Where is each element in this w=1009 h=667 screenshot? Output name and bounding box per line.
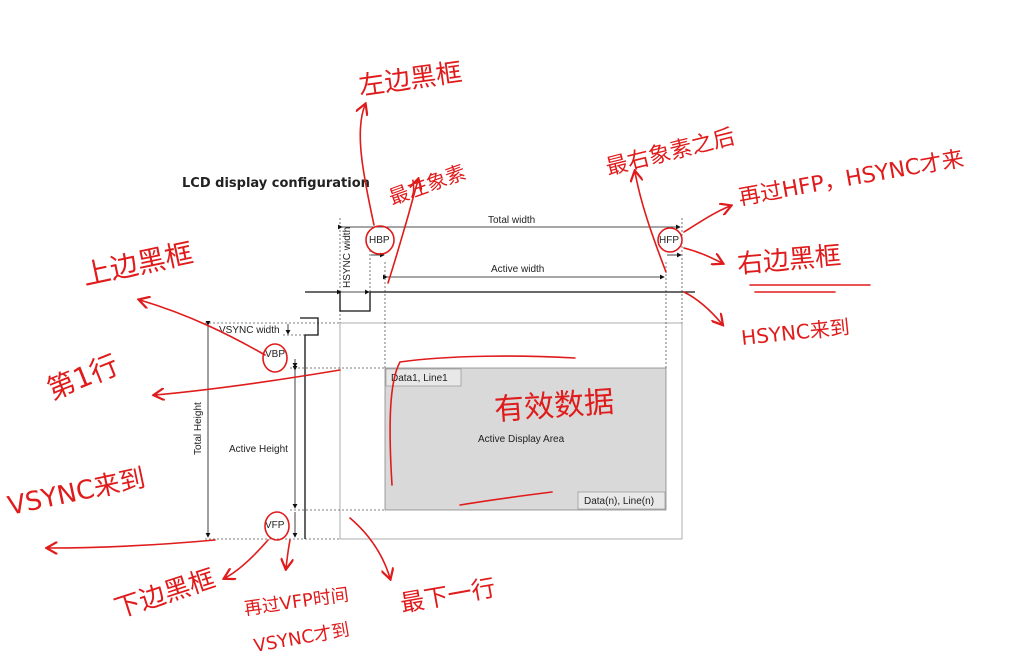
note-after-rightmost: 最右象素之后 xyxy=(603,125,737,181)
total-frame xyxy=(339,322,683,540)
active-height-label: Active Height xyxy=(229,444,288,455)
active-width-label: Active width xyxy=(491,264,544,275)
hsync-signal xyxy=(305,291,695,312)
note-leftmost-pixel: 最左象素 xyxy=(386,160,469,210)
active-display-area xyxy=(384,367,667,511)
note-bottom-border: 下边黑框 xyxy=(111,564,219,625)
note-last-line: 最下一行 xyxy=(398,574,497,618)
note-first-line: 第1行 xyxy=(42,348,123,406)
active-area-label: Active Display Area xyxy=(478,434,565,445)
vfp-label: VFP xyxy=(265,520,285,531)
data-last-box xyxy=(577,491,666,510)
vbp-circle xyxy=(262,343,288,373)
note-vsync-arrive: VSYNC来到 xyxy=(5,463,148,521)
vbp-label: VBP xyxy=(265,349,285,360)
data-last-label: Data(n), Line(n) xyxy=(584,496,654,507)
note-left-border: 左边黑框 xyxy=(357,58,464,102)
total-width-label: Total width xyxy=(488,215,535,226)
hbp-label: HBP xyxy=(369,235,390,246)
total-height-label: Total Height xyxy=(193,402,204,455)
data-first-box xyxy=(385,368,462,387)
vsync-signal xyxy=(300,317,319,539)
data-first-label: Data1, Line1 xyxy=(391,373,448,384)
hfp-label: HFP xyxy=(659,235,679,246)
note-valid-data: 有效数据 xyxy=(493,385,615,428)
hbp-circle xyxy=(365,225,395,255)
note-top-border: 上边黑框 xyxy=(80,236,196,292)
vsync-width-label: VSYNC width xyxy=(219,325,280,336)
diagram-title: LCD display configuration xyxy=(182,176,370,191)
vfp-circle xyxy=(264,511,290,541)
note-right-border: 右边黑框 xyxy=(736,241,842,280)
hfp-circle xyxy=(657,227,683,253)
note-vsync-comes: VSYNC才到 xyxy=(252,619,351,656)
note-after-vfp: 再过VFP时间 xyxy=(243,584,350,619)
note-hsync-arrive: HSYNC来到 xyxy=(740,315,851,350)
note-after-hfp: 再过HFP，HSYNC才来 xyxy=(737,147,966,211)
hsync-width-label: HSYNC width xyxy=(342,227,353,288)
